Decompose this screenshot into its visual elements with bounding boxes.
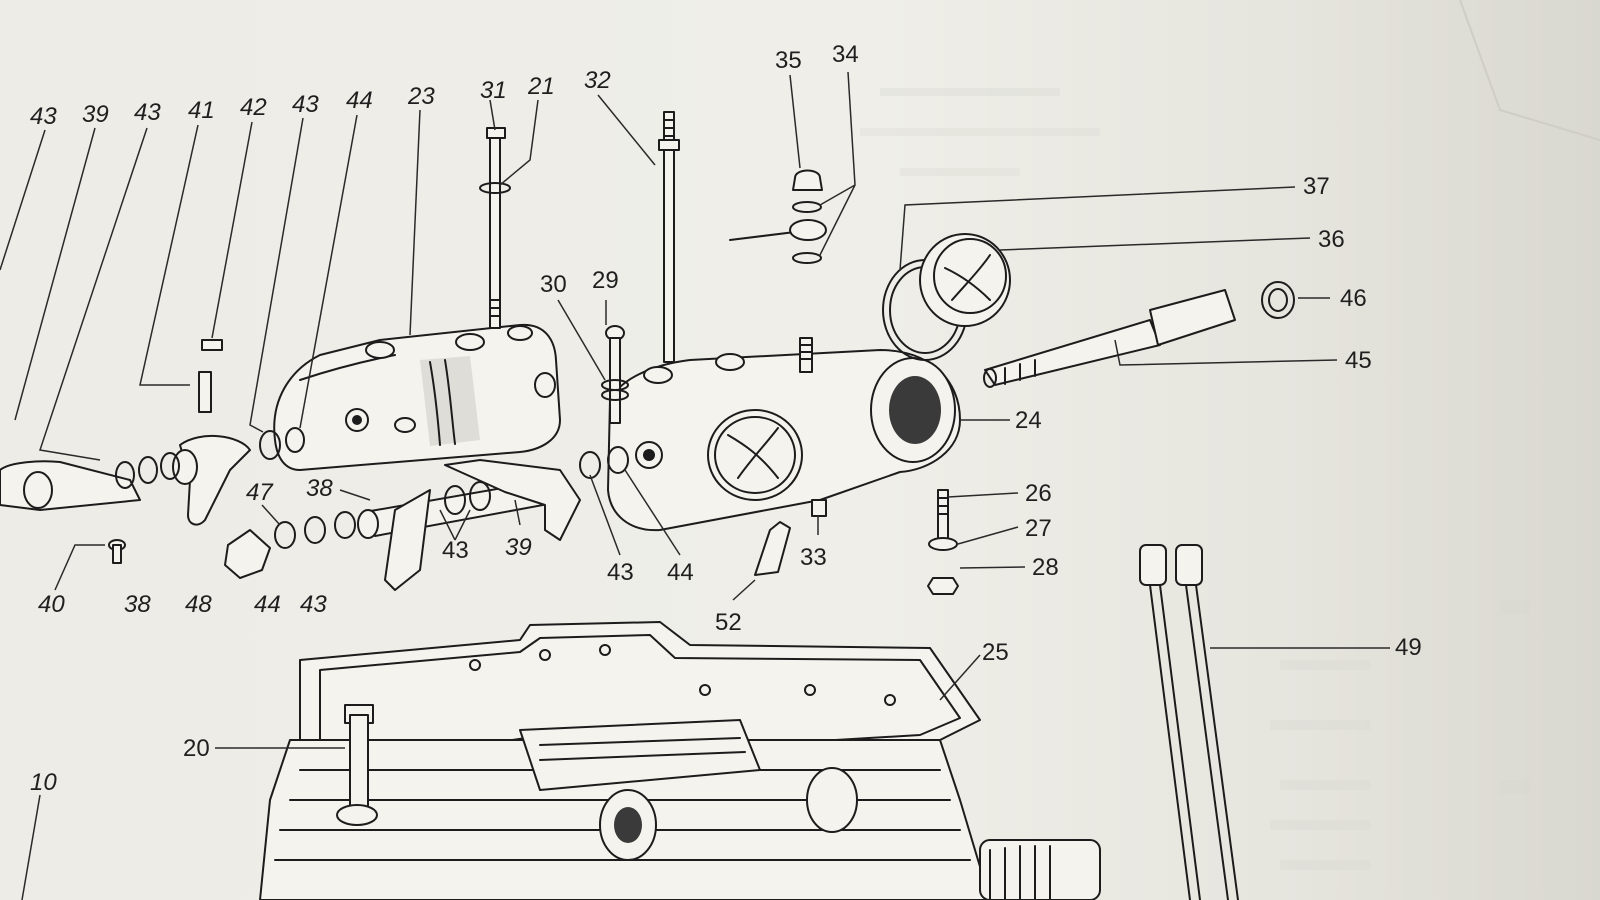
part-38-rocker-arm	[172, 434, 251, 526]
part-35-cap-nut	[792, 169, 823, 191]
callout-26: 26	[1025, 480, 1052, 507]
part-41-42-adjuster	[198, 339, 223, 413]
callout-38: 38	[306, 475, 333, 502]
callout-45: 45	[1345, 347, 1372, 374]
callout-30: 30	[540, 271, 567, 298]
callout-52: 52	[715, 609, 742, 636]
part-28-nut	[927, 577, 959, 595]
part-45-pipe-adaptor	[983, 289, 1236, 388]
callout-39: 39	[82, 101, 109, 128]
callout-28: 28	[1032, 554, 1059, 581]
callout-43: 43	[134, 99, 161, 126]
part-20-stud	[336, 704, 378, 826]
part-27-washer	[928, 537, 958, 551]
callout-27: 27	[1025, 515, 1052, 542]
callout-43: 43	[442, 537, 469, 564]
callout-42: 42	[240, 94, 267, 121]
callout-36: 36	[1318, 226, 1345, 253]
rocker-washers-center	[274, 446, 629, 549]
callout-29: 29	[592, 267, 619, 294]
rocker-shaft-center	[357, 459, 581, 591]
callout-25: 25	[982, 639, 1009, 666]
callout-21: 21	[527, 73, 555, 100]
part-32-stud	[658, 111, 680, 363]
callout-46: 46	[1340, 285, 1367, 312]
callout-44: 44	[254, 591, 281, 618]
part-31-stud	[486, 127, 506, 329]
callout-numbers: 43 39 43 41 42 43 44 23 31 21 32 35 34 3…	[30, 41, 1422, 796]
leader-lines	[0, 71, 1390, 900]
part-48-cap-nut	[224, 529, 271, 579]
callout-48: 48	[185, 591, 212, 618]
callout-31: 31	[480, 77, 507, 104]
part-49-pushrods	[1139, 544, 1239, 900]
callout-38: 38	[124, 591, 151, 618]
callout-35: 35	[775, 47, 802, 74]
part-21-washer	[479, 182, 511, 194]
rocker-washers-left	[115, 427, 305, 489]
callout-20: 20	[183, 735, 210, 762]
callout-32: 32	[584, 67, 611, 94]
part-34-washers-banjo	[729, 201, 827, 264]
part-23-rocker-cover	[273, 323, 561, 471]
part-24-rocker-cover	[607, 337, 961, 532]
callout-24: 24	[1015, 407, 1042, 434]
part-26-stud	[937, 489, 949, 541]
callout-43: 43	[292, 91, 319, 118]
part-36-filler-cap	[919, 233, 1011, 327]
bleed-through-text	[860, 88, 1530, 870]
part-29-30-bolt	[601, 325, 629, 424]
part-46-washer	[1261, 281, 1295, 319]
callout-33: 33	[800, 544, 827, 571]
callout-43: 43	[30, 103, 57, 130]
callout-34: 34	[832, 41, 859, 68]
callout-41: 41	[188, 97, 215, 124]
callout-37: 37	[1303, 173, 1330, 200]
part-33-stud	[811, 499, 827, 517]
callout-43: 43	[607, 559, 634, 586]
callout-39: 39	[505, 534, 532, 561]
callout-23: 23	[407, 83, 435, 110]
part-40-screw	[108, 539, 126, 564]
callout-49: 49	[1395, 634, 1422, 661]
callout-44: 44	[667, 559, 694, 586]
callout-40: 40	[38, 591, 65, 618]
callout-44: 44	[346, 87, 373, 114]
part-39-rocker-arm-left	[0, 460, 141, 511]
callout-43: 43	[300, 591, 327, 618]
callout-47: 47	[246, 479, 274, 506]
page-fold-edge	[1459, 0, 1600, 141]
callout-10: 10	[30, 769, 57, 796]
part-52-clip	[754, 521, 791, 576]
part-10-cylinder-head	[259, 719, 1101, 900]
